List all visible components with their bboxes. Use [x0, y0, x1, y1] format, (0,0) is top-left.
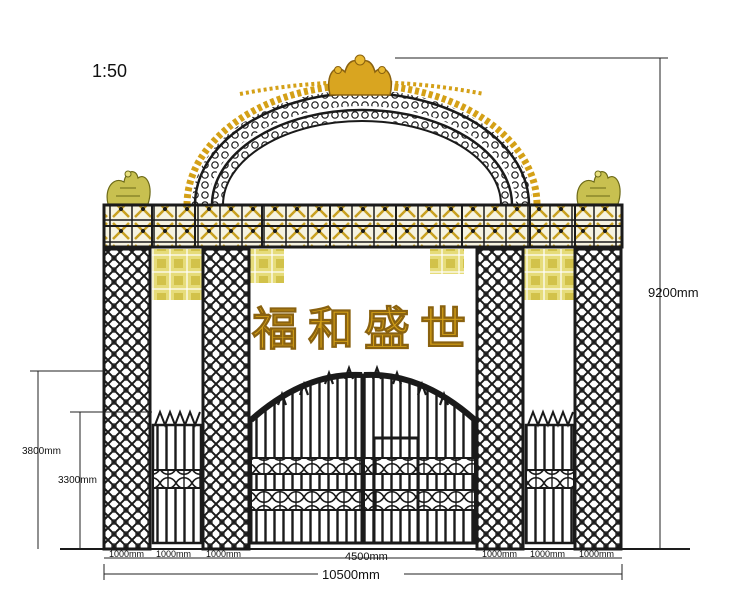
width-label-4: 1000mm	[482, 549, 517, 559]
right-finial	[576, 170, 621, 205]
gate-height-label: 3300mm	[58, 475, 97, 486]
top-arch	[183, 80, 541, 206]
pillar-outer-right	[573, 247, 623, 551]
scale-label: 1:50	[92, 61, 127, 81]
width-label-1: 1000mm	[109, 549, 144, 559]
gold-tile-blocks	[152, 249, 574, 300]
dimension-total-width: 10500mm	[103, 564, 623, 582]
side-gate-left	[151, 409, 203, 545]
side-height-label: 3800mm	[22, 446, 61, 457]
pillar-inner-left	[201, 247, 251, 551]
crown-ornament	[328, 54, 392, 96]
pillar-inner-right	[475, 247, 525, 551]
width-label-2: 1000mm	[156, 549, 191, 559]
total-height-label: 9200mm	[648, 285, 699, 300]
total-width-label: 10500mm	[322, 567, 380, 582]
left-finial	[106, 170, 151, 205]
dimension-left-heights: 3800mm 3300mm	[22, 370, 152, 549]
side-gate-right	[524, 409, 576, 545]
width-label-5: 1000mm	[530, 549, 565, 559]
dimension-total-height: 9200mm	[395, 57, 699, 550]
width-label-6: 1000mm	[579, 549, 614, 559]
pillar-outer-left	[102, 247, 152, 551]
gate-sign-text: 福和盛世	[251, 302, 476, 356]
main-gate	[249, 364, 477, 545]
width-label-center: 4500mm	[345, 551, 388, 563]
width-label-3: 1000mm	[206, 549, 241, 559]
top-beam	[102, 203, 624, 249]
pillars	[102, 247, 623, 551]
dimension-module-widths: 1000mm 1000mm 1000mm 4500mm 1000mm 1000m…	[104, 549, 622, 563]
